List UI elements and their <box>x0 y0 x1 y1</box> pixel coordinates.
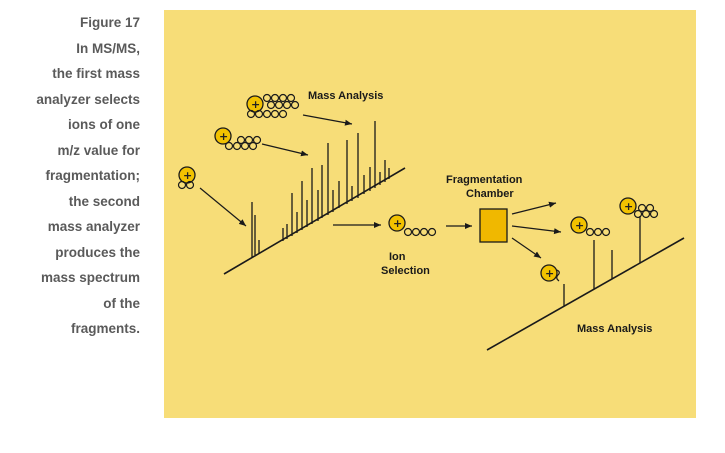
caption-line: fragments. <box>70 321 140 336</box>
fragmentation-chamber <box>479 208 508 243</box>
ion-selection-label-line1: Ion <box>389 251 406 263</box>
caption-line: the second <box>68 193 140 209</box>
caption-line: m/z value for <box>57 142 140 158</box>
fragment-ion-medium: + <box>570 216 611 237</box>
caption-line: produces the <box>55 244 140 260</box>
ion-charge: + <box>575 219 584 232</box>
ion-selection-label-line2: Selection <box>381 265 430 277</box>
ion-charge: + <box>219 130 228 143</box>
second-spectrum-peaks <box>563 216 641 306</box>
caption-line: the first mass <box>52 66 140 81</box>
arrow-ion-small <box>199 187 247 227</box>
fragment-ion-large: + <box>619 197 659 219</box>
ion-charge: + <box>393 217 402 230</box>
caption-line: mass spectrum <box>40 270 140 285</box>
fragment-ion-small: + <box>540 264 560 282</box>
fragmentation-chamber-label-line2: Chamber <box>466 188 514 200</box>
arrow-ion-medium <box>261 143 309 157</box>
mass-analysis-label-2: Mass Analysis <box>577 323 652 335</box>
ion-charge: + <box>545 267 554 280</box>
arrow-ion-large <box>302 114 353 126</box>
ion-cluster-medium: + <box>214 127 262 151</box>
caption-line: In MS/MS, <box>76 40 140 56</box>
figure-caption: Figure 17 In MS/MS, the first mass analy… <box>0 10 140 342</box>
ion-charge: + <box>183 169 192 182</box>
caption-line: ions of one <box>68 117 140 132</box>
ion-charge: + <box>624 200 633 213</box>
first-spectrum-peaks <box>251 121 390 257</box>
caption-line: mass analyzer <box>47 219 140 234</box>
caption-line: Figure 17 <box>79 15 140 30</box>
arrow-fragment-mid <box>511 225 562 235</box>
fragmentation-chamber-label-line1: Fragmentation <box>446 174 523 186</box>
caption-line: fragmentation; <box>45 168 141 183</box>
arrow-fragment-down <box>511 237 542 259</box>
second-spectrum-baseline <box>486 237 685 351</box>
mass-analysis-label-1: Mass Analysis <box>308 90 383 102</box>
first-spectrum-baseline <box>223 167 406 275</box>
ion-cluster-large: + <box>246 93 300 119</box>
diagram-panel <box>164 10 696 418</box>
ion-charge: + <box>251 98 260 111</box>
caption-line: analyzer selects <box>36 91 140 107</box>
arrow-fragment-up <box>511 201 557 215</box>
selected-ion: + <box>388 214 437 237</box>
caption-line: of the <box>103 295 140 311</box>
ion-cluster-small: + <box>177 166 196 190</box>
